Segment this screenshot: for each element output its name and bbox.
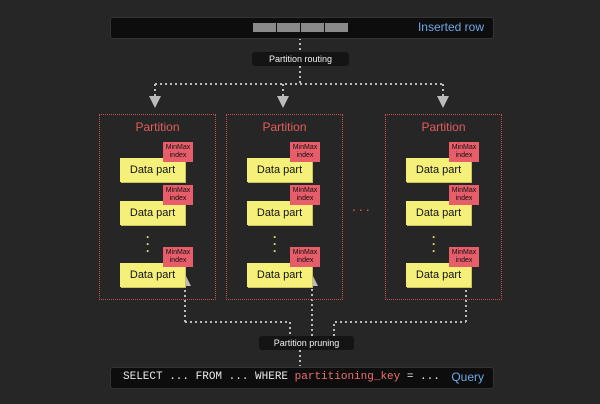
partition-pruning-label: Partition pruning: [259, 336, 354, 350]
row-cell: [301, 23, 324, 32]
data-part: Data part: [406, 158, 471, 182]
query-prefix: SELECT ... FROM ... WHERE: [123, 371, 295, 383]
vertical-ellipsis: ···: [432, 230, 436, 258]
pruning-connector-right: [333, 321, 466, 336]
data-part: Data part: [406, 263, 471, 287]
query-partitioning-key: partitioning_key: [294, 371, 401, 383]
partition-title: Partition: [262, 120, 307, 134]
query-bar: SELECT ... FROM ... WHERE partitioning_k…: [110, 367, 494, 389]
partition-3: Partition: [385, 114, 502, 300]
data-part: Data part: [247, 201, 312, 225]
vertical-ellipsis: ···: [273, 230, 277, 258]
query-suffix: = ...: [400, 371, 440, 383]
partition-2: Partition: [226, 114, 343, 300]
partition-title: Partition: [135, 120, 180, 134]
inserted-row-label: Inserted row: [417, 20, 484, 34]
inserted-row-bar: Inserted row: [110, 17, 494, 39]
row-cell: [325, 23, 348, 32]
inserted-row-cells: [253, 23, 348, 32]
vertical-ellipsis: ···: [146, 230, 150, 258]
data-part: Data part: [406, 201, 471, 225]
query-text: SELECT ... FROM ... WHERE partitioning_k…: [123, 371, 440, 383]
partition-1: Partition: [99, 114, 216, 300]
partition-title: Partition: [421, 120, 466, 134]
data-part: Data part: [247, 263, 312, 287]
query-label: Query: [451, 370, 484, 384]
partitions-ellipsis: ...: [352, 198, 373, 214]
pruning-connector-left: [185, 321, 291, 336]
data-part: Data part: [247, 158, 312, 182]
data-part: Data part: [120, 263, 185, 287]
data-part: Data part: [120, 158, 185, 182]
partition-routing-label: Partition routing: [252, 52, 349, 66]
row-cell: [277, 23, 300, 32]
row-cell: [253, 23, 276, 32]
data-part: Data part: [120, 201, 185, 225]
